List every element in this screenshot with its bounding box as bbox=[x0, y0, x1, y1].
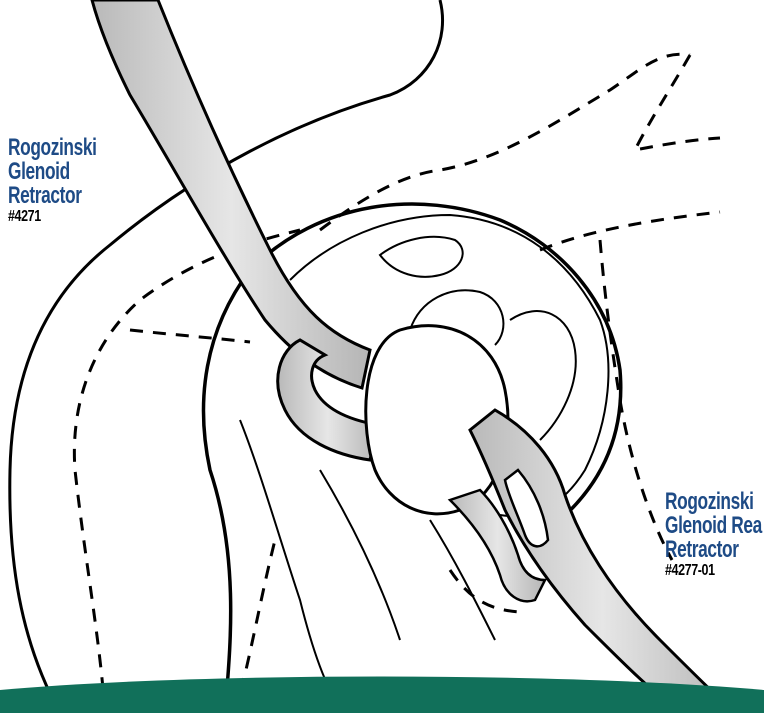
dashed-line-7 bbox=[600, 240, 672, 560]
label-left-code: #4271 bbox=[8, 209, 104, 225]
dashed-line-4 bbox=[320, 54, 690, 230]
label-left-line2: Glenoid bbox=[8, 160, 97, 184]
label-right-line1: Rogozinski bbox=[665, 490, 762, 514]
label-glenoid-retractor: Rogozinski Glenoid Retractor #4271 bbox=[8, 136, 131, 225]
label-left-line3: Retractor bbox=[8, 184, 97, 208]
dashed-line-6 bbox=[540, 212, 720, 250]
tissue-fold-3 bbox=[510, 311, 576, 440]
tissue-lower bbox=[240, 420, 330, 690]
tissue-lower-2 bbox=[320, 470, 400, 640]
label-right-code: #4277-01 bbox=[665, 563, 764, 579]
label-right-line3: Retractor bbox=[665, 538, 762, 562]
dashed-line-5 bbox=[635, 55, 720, 150]
tissue-fold-1 bbox=[380, 237, 463, 277]
label-left-line1: Rogozinski bbox=[8, 136, 97, 160]
dashed-line-3 bbox=[130, 330, 250, 342]
label-glenoid-rea-retractor: Rogozinski Glenoid Rea Retractor #4277-0… bbox=[665, 490, 764, 579]
label-right-line2: Glenoid Rea bbox=[665, 514, 762, 538]
